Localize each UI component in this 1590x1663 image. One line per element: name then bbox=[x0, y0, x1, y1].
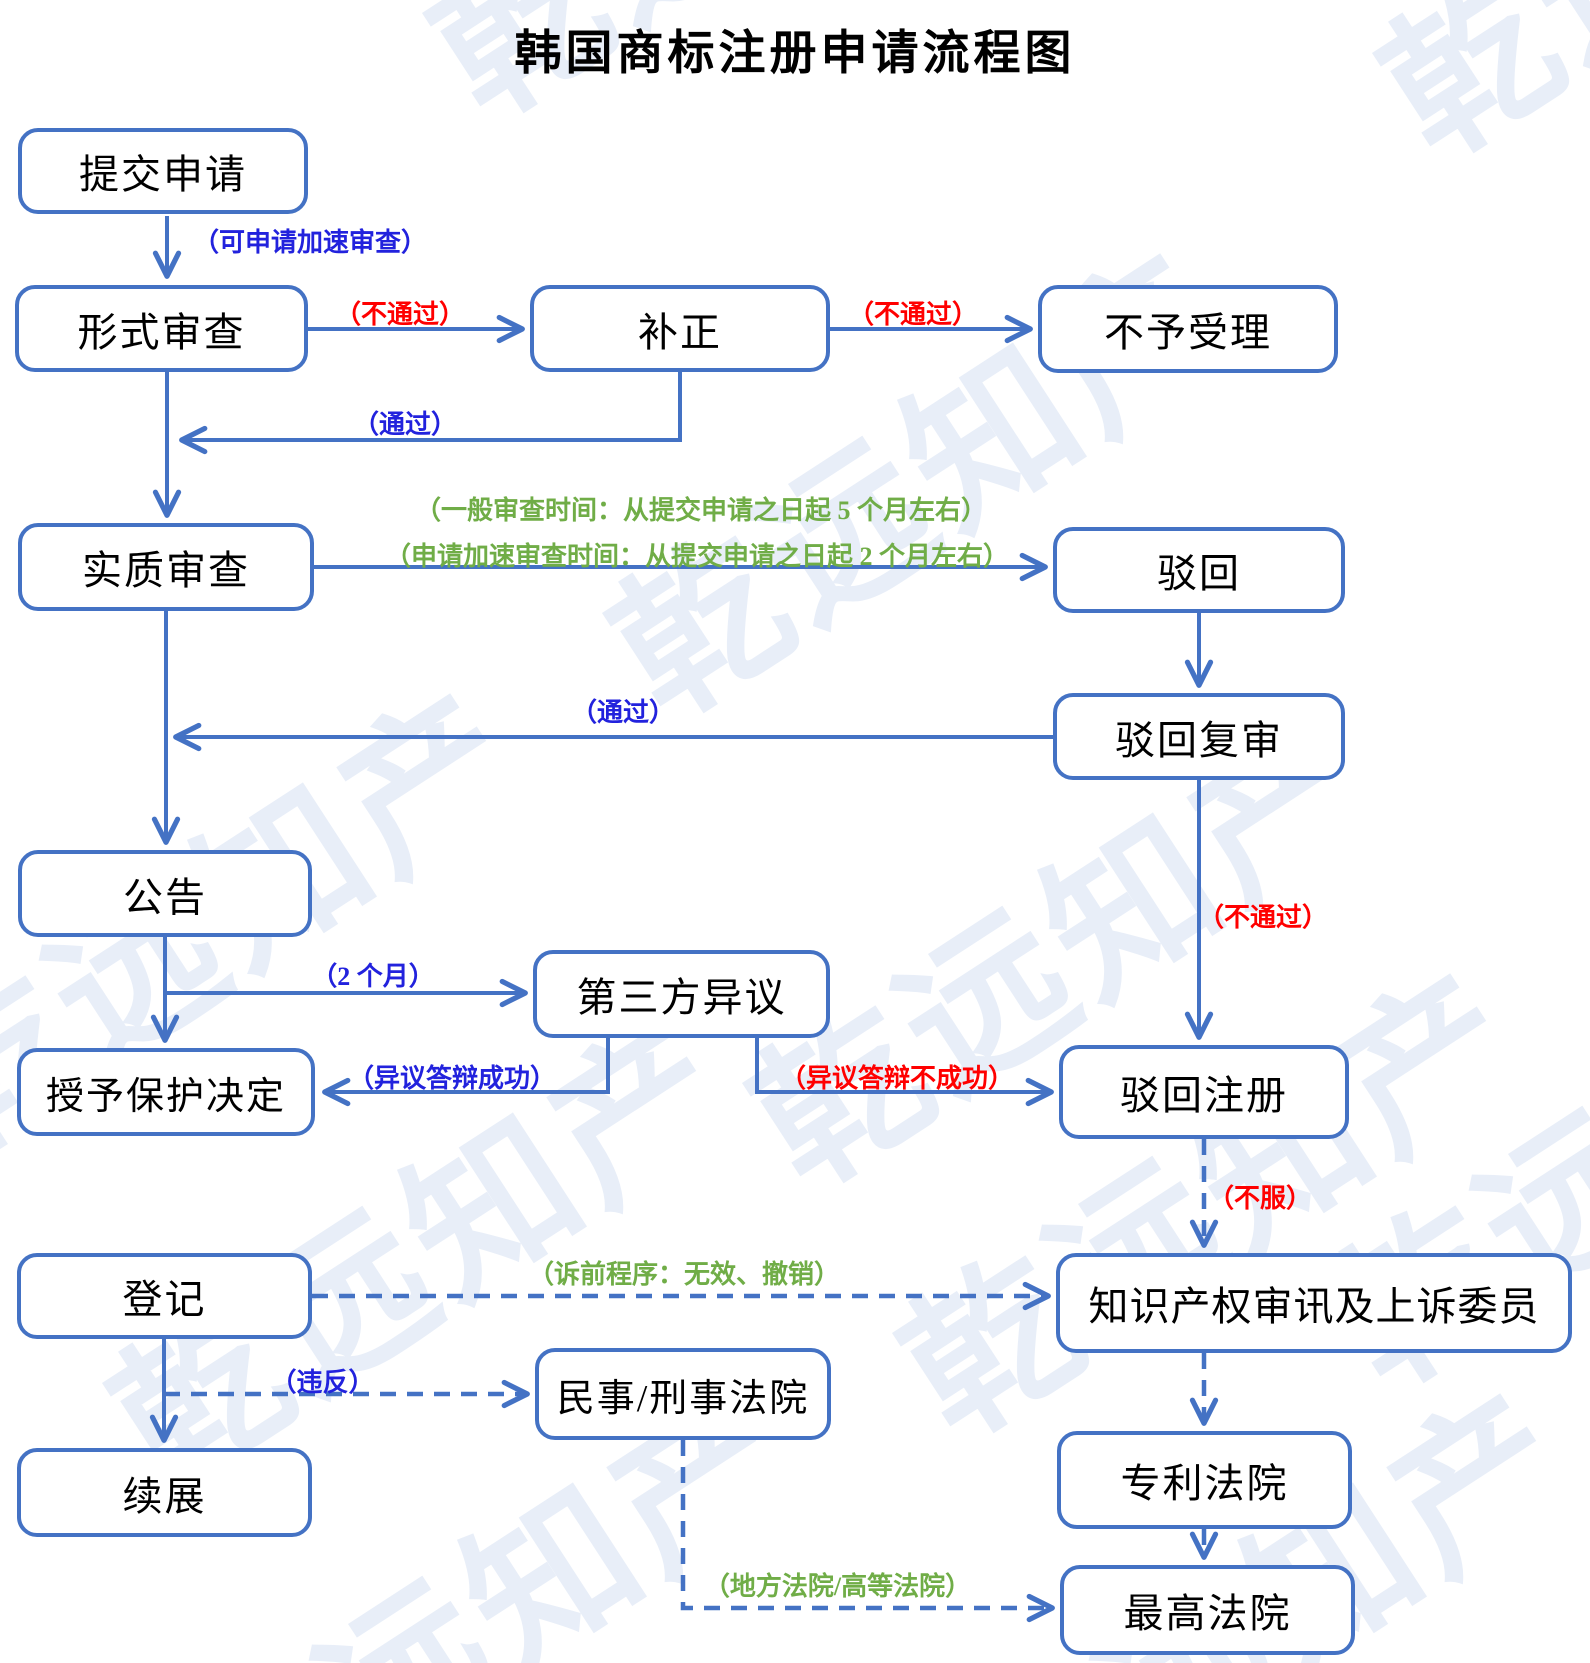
node-label: 公告 bbox=[123, 874, 207, 920]
edge-opposition-to-grant bbox=[322, 1038, 610, 1107]
edge-label-opposition-failure: （异议答辩不成功） bbox=[780, 1064, 1015, 1093]
edge-label-two-months: （2 个月） bbox=[311, 962, 435, 991]
node-label: 专利法院 bbox=[1120, 1461, 1289, 1506]
edge-label-reexam-fail: （不通过） bbox=[1198, 903, 1329, 932]
edge-label-pre-litigation: （诉前程序：无效、撤销） bbox=[528, 1260, 841, 1289]
node-label: 补正 bbox=[638, 309, 722, 355]
node-label: 登记 bbox=[122, 1277, 207, 1322]
node-third-party-opposition: 第三方异议 bbox=[533, 950, 830, 1038]
node-not-accepted: 不予受理 bbox=[1038, 285, 1338, 373]
edge-label-correction-fail: （不通过） bbox=[848, 300, 979, 329]
edge-correction-pass-return bbox=[179, 372, 682, 455]
node-label: 形式审查 bbox=[77, 309, 246, 355]
edge-opposition-to-refusal bbox=[755, 1038, 1054, 1107]
edge-label-dissatisfied: （不服） bbox=[1207, 1184, 1312, 1213]
node-label: 驳回复审 bbox=[1115, 717, 1283, 763]
node-label: 最高法院 bbox=[1123, 1591, 1292, 1636]
node-correction: 补正 bbox=[530, 285, 830, 372]
edge-civil-court-to-supreme-court bbox=[680, 1440, 1055, 1623]
node-renewal: 续展 bbox=[17, 1448, 312, 1537]
edge-label-accelerated-exam-note: （可申请加速审查） bbox=[192, 228, 427, 257]
node-patent-court: 专利法院 bbox=[1057, 1431, 1352, 1529]
node-formal-examination: 形式审查 bbox=[15, 285, 308, 372]
node-grant-protection-decision: 授予保护决定 bbox=[17, 1048, 315, 1136]
edge-label-correction-pass: （通过） bbox=[352, 410, 457, 439]
edge-label-reexam-pass: （通过） bbox=[570, 698, 675, 727]
edge-label-opposition-success: （异议答辩成功） bbox=[348, 1064, 557, 1093]
edge-label-normal-exam-time: （一般审查时间：从提交申请之日起 5 个月左右） bbox=[415, 496, 988, 525]
node-label: 知识产权审讯及上诉委员 bbox=[1088, 1284, 1540, 1329]
node-label: 民事/刑事法院 bbox=[556, 1377, 810, 1420]
node-label: 驳回注册 bbox=[1120, 1073, 1288, 1118]
edge-label-district-high-court: （地方法院/高等法院） bbox=[703, 1572, 972, 1601]
node-registration-refusal: 驳回注册 bbox=[1059, 1045, 1349, 1139]
node-publication: 公告 bbox=[18, 850, 312, 937]
edge-label-accelerated-exam-time: （申请加速审查时间：从提交申请之日起 2 个月左右） bbox=[385, 542, 1010, 571]
node-registration: 登记 bbox=[17, 1253, 312, 1339]
node-label: 提交申请 bbox=[79, 152, 247, 197]
node-ip-trial-appeal-board: 知识产权审讯及上诉委员 bbox=[1056, 1253, 1572, 1353]
node-label: 不予受理 bbox=[1104, 310, 1272, 355]
edge-label-formal-fail: （不通过） bbox=[335, 300, 466, 329]
node-submit-application: 提交申请 bbox=[18, 128, 308, 214]
node-supreme-court: 最高法院 bbox=[1060, 1565, 1355, 1655]
node-substantive-examination: 实质审查 bbox=[18, 523, 314, 611]
node-label: 实质审查 bbox=[82, 548, 250, 593]
node-label: 续展 bbox=[122, 1473, 207, 1519]
node-rejection-reexamination: 驳回复审 bbox=[1053, 693, 1345, 780]
page-title: 韩国商标注册申请流程图 bbox=[514, 28, 1076, 80]
node-label: 授予保护决定 bbox=[45, 1075, 286, 1118]
node-label: 第三方异议 bbox=[576, 975, 787, 1020]
node-label: 驳回 bbox=[1157, 551, 1241, 596]
edge-label-violation: （违反） bbox=[270, 1368, 375, 1397]
node-rejection: 驳回 bbox=[1053, 527, 1345, 613]
node-civil-criminal-court: 民事/刑事法院 bbox=[535, 1348, 831, 1440]
